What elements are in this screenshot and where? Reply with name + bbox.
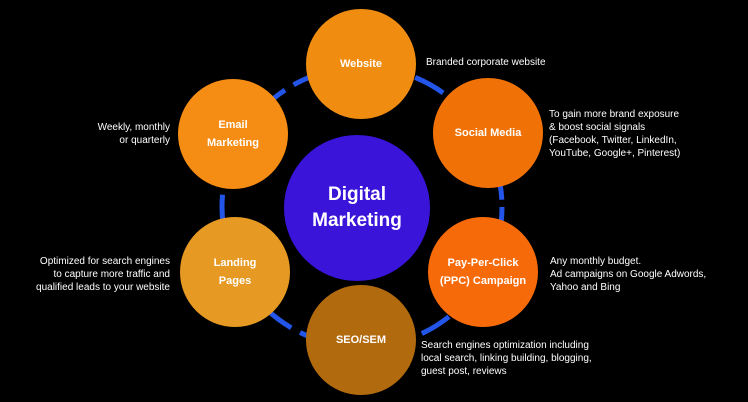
ppc-campaign-node: Pay-Per-Click (PPC) Campaign [428,217,538,327]
website-label: Website [340,58,382,70]
digital-marketing-hub: Digital Marketing [284,135,430,281]
website-description: Branded corporate website [426,57,546,68]
social-media-description: To gain more brand exposure & boost soci… [549,109,681,159]
website-node: Website [306,9,416,119]
hub-label: Digital Marketing [312,184,402,231]
ppc-campaign-description: Any monthly budget. Ad campaigns on Goog… [550,256,707,293]
landing-pages-label: Landing Pages [213,257,257,287]
seo-sem-description: Search engines optimization including lo… [421,340,592,377]
social-media-node: Social Media [433,78,543,188]
email-marketing-label: Email Marketing [207,119,259,149]
email-marketing-description: Weekly, monthly or quarterly [97,122,170,146]
landing-pages-description: Optimized for search engines to capture … [36,256,170,293]
social-media-label: Social Media [454,127,522,139]
seo-sem-label: SEO/SEM [335,334,387,346]
email-marketing-node: Email Marketing [178,79,288,189]
landing-pages-node: Landing Pages [180,217,290,327]
ppc-campaign-label: Pay-Per-Click (PPC) Campaign [439,257,527,287]
seo-sem-node: SEO/SEM [306,285,416,395]
